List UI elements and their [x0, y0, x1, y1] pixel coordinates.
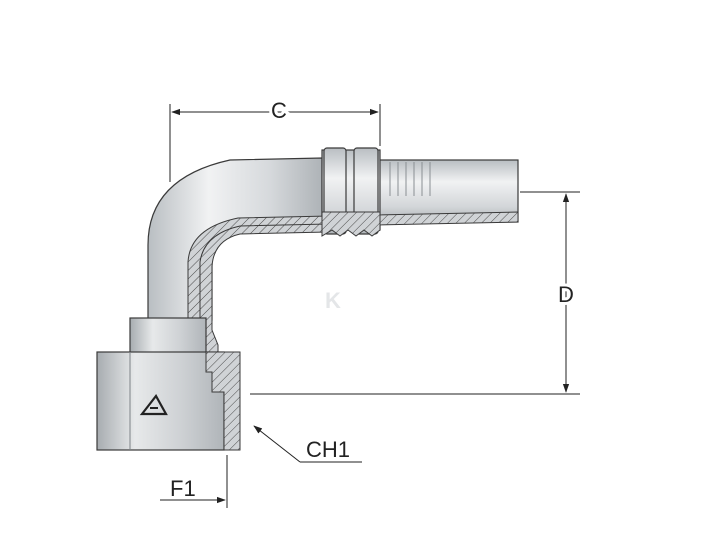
dimension-f1: [160, 455, 228, 508]
logo-triangle-icon: [139, 394, 168, 416]
dimension-f1-label: F1: [170, 476, 196, 501]
nut-hex-body: [96, 351, 225, 451]
section-cut: [187, 211, 519, 371]
dimension-ch1: [253, 425, 362, 463]
dimension-d-label: D: [558, 282, 574, 307]
swivel-nut: [96, 317, 241, 451]
nut-section: [205, 351, 241, 451]
watermark: K: [325, 288, 341, 313]
tail-barbs: [389, 162, 431, 196]
dimension-c: [169, 104, 381, 182]
elbow-bend: [147, 157, 323, 321]
inner-bore-wall: [187, 211, 519, 371]
nut-neck: [129, 317, 207, 355]
dimension-ch1-label: CH1: [306, 437, 350, 462]
dimension-d: [250, 191, 580, 395]
outer-wall-section: [199, 223, 329, 371]
collar-section: [321, 211, 381, 237]
dimension-c-label: C: [271, 98, 287, 123]
